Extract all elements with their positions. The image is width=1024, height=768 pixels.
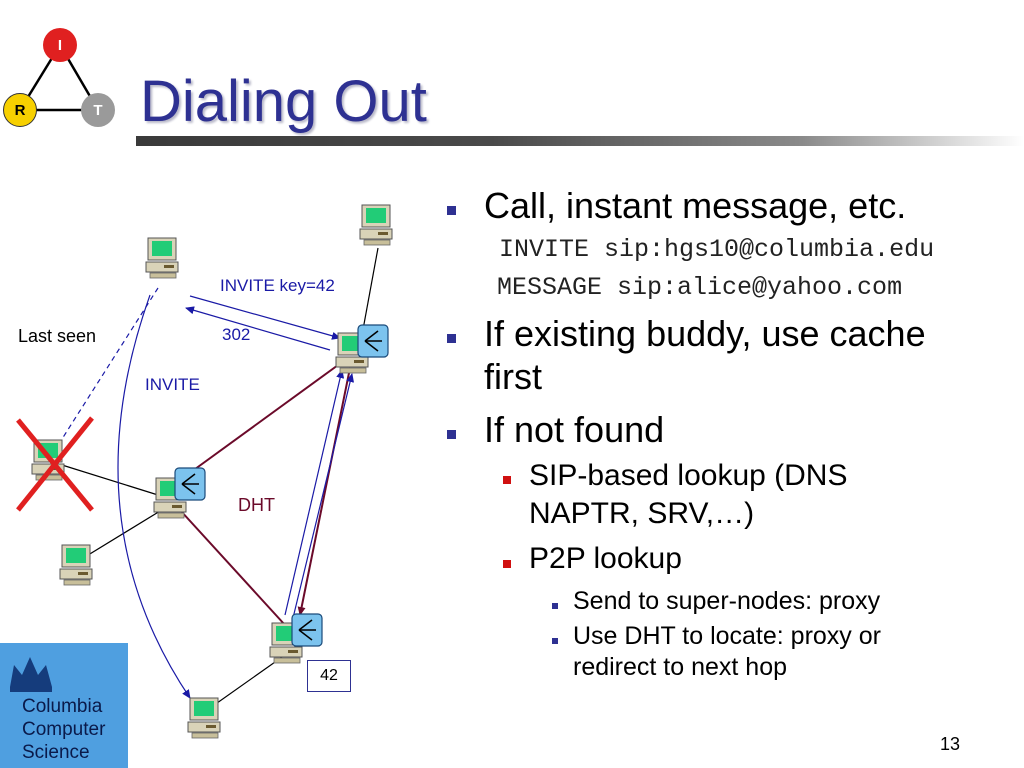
bullet-super-nodes: Send to super-nodes: proxy <box>573 587 881 615</box>
network-diagram <box>16 204 393 739</box>
pc-bottom <box>187 697 221 739</box>
pc-left <box>59 544 93 586</box>
bullet-marker <box>447 334 456 343</box>
code-message: MESSAGE sip:alice@yahoo.com <box>497 273 903 302</box>
bullet-sip-line1: SIP-based lookup (DNS <box>529 459 848 492</box>
link-left-to-mid <box>79 507 166 561</box>
bullet-cache-line2: first <box>484 356 542 397</box>
cross-icon <box>16 416 94 512</box>
bullet-dht-line2: redirect to next hop <box>573 653 788 681</box>
bullet-marker <box>447 430 456 439</box>
logo-node-t: T <box>81 93 115 127</box>
bullet-cache-line1: If existing buddy, use cache <box>484 313 926 354</box>
router-bottom-icon <box>291 613 323 647</box>
link-crossed-to-mid <box>61 464 159 496</box>
code-invite: INVITE sip:hgs10@columbia.edu <box>499 235 935 264</box>
bullet-p2p: P2P lookup <box>529 542 682 575</box>
arrow-up-left <box>284 369 345 616</box>
arrow-invite-curve <box>117 294 191 699</box>
arrow-invite-key <box>189 295 341 340</box>
logo-node-i: I <box>43 28 77 62</box>
pc-top-left <box>145 237 179 279</box>
bullet-call: Call, instant message, etc. <box>484 185 907 226</box>
router-top-icon <box>357 324 389 358</box>
org-line-3: Science <box>22 742 90 763</box>
dht-link-mid-top <box>179 359 346 481</box>
page-number: 13 <box>940 734 961 754</box>
bullet-dht-line1: Use DHT to locate: proxy or <box>573 622 881 650</box>
link-bottom-to-node <box>209 654 286 709</box>
label-invite: INVITE <box>145 375 200 394</box>
bullet-not-found: If not found <box>484 409 665 450</box>
org-line-1: Columbia <box>22 696 103 717</box>
label-302: 302 <box>222 325 251 344</box>
link-top-right <box>361 247 379 336</box>
arrow-302 <box>185 306 331 351</box>
key-box: 42 <box>307 660 351 692</box>
org-line-2: Computer <box>22 719 106 740</box>
columbia-logo: Columbia Computer Science <box>0 643 128 768</box>
arrow-up-right <box>292 373 355 619</box>
bullet-marker <box>552 603 558 609</box>
bullet-marker <box>503 560 511 568</box>
logo-node-r: R <box>3 93 37 127</box>
router-mid-icon <box>174 467 206 501</box>
slide-title: Dialing Out <box>140 69 427 134</box>
dht-link-top-bottom <box>297 367 351 616</box>
crown-icon <box>10 657 52 692</box>
irt-logo: I R T <box>0 25 120 135</box>
label-dht: DHT <box>238 495 275 515</box>
label-invite-key: INVITE key=42 <box>220 276 335 295</box>
dht-link-mid-bottom <box>179 509 286 626</box>
pc-top-right <box>359 204 393 246</box>
title-underline <box>136 136 1024 146</box>
bullet-marker <box>503 476 511 484</box>
bullet-sip-line2: NAPTR, SRV,…) <box>529 497 755 530</box>
columbia-text: Columbia Computer Science <box>22 695 105 764</box>
label-last-seen: Last seen <box>18 326 97 346</box>
arrow-last-seen <box>54 287 159 451</box>
bullet-marker <box>447 206 456 215</box>
bullet-marker <box>552 638 558 644</box>
